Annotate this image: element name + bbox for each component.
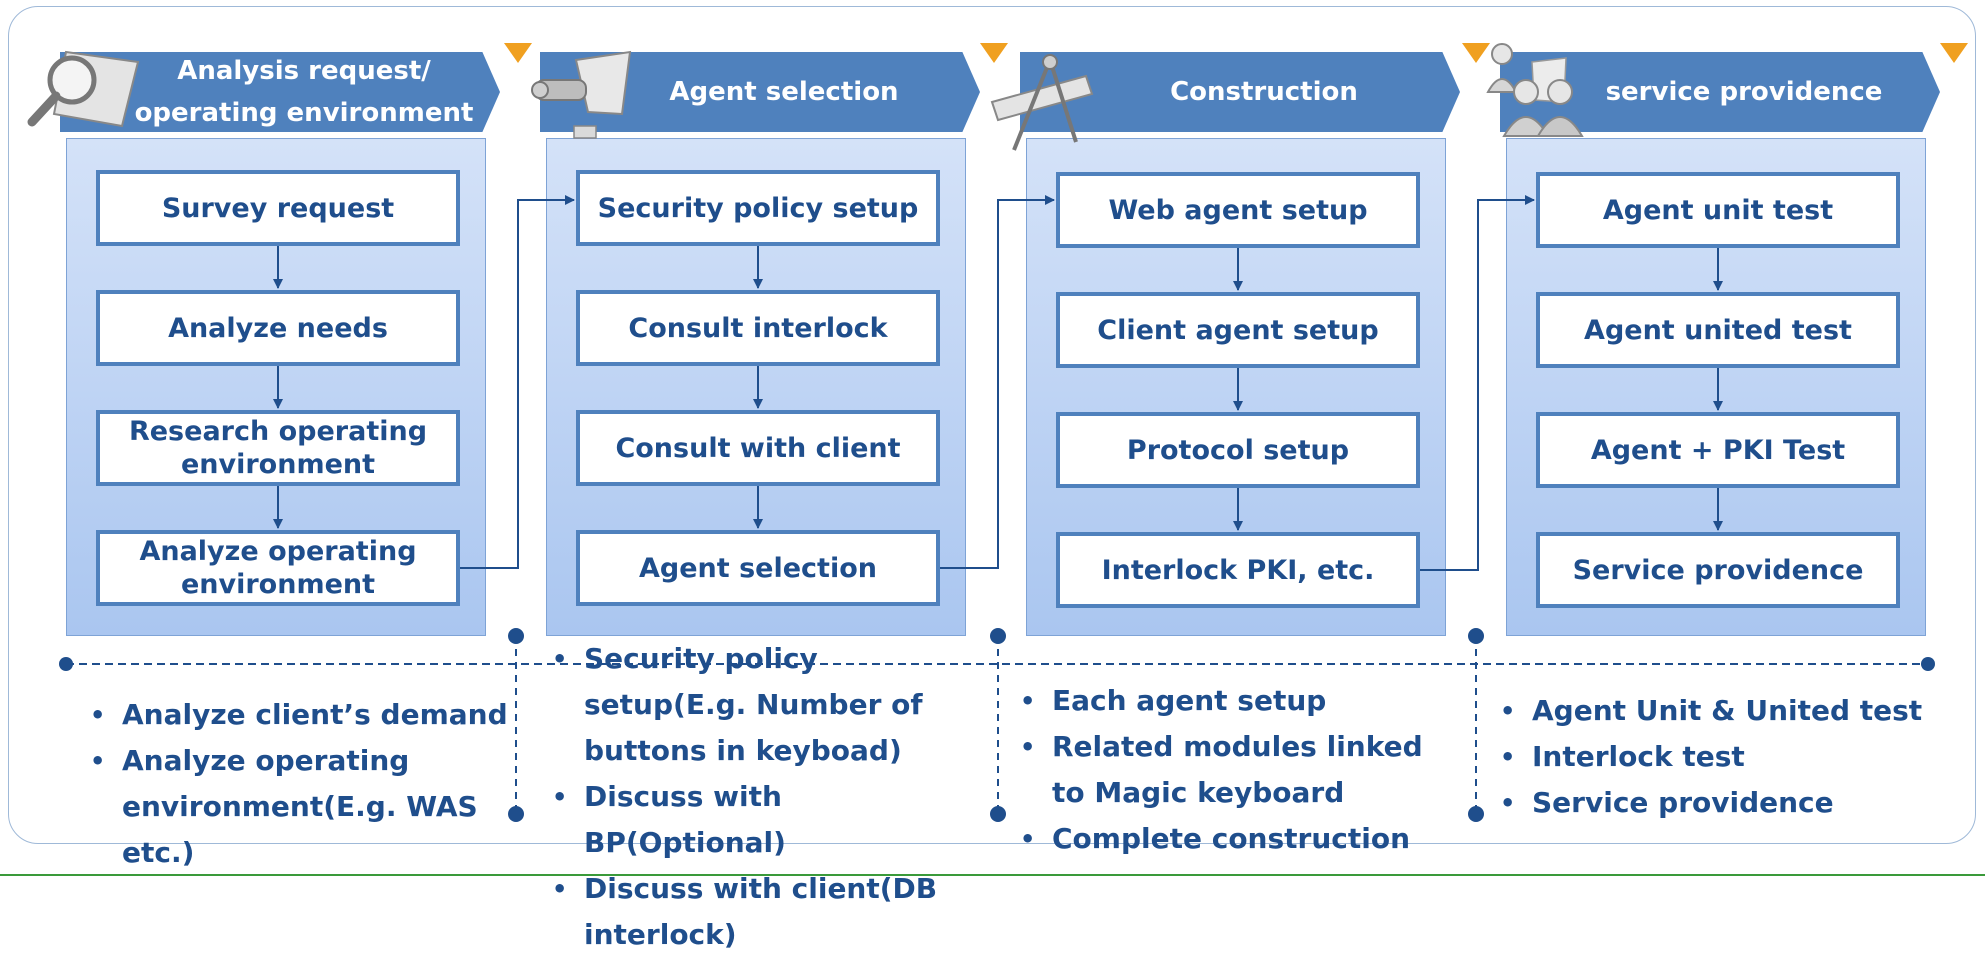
note-item: Analyze operating environment(E.g. WAS e… bbox=[86, 738, 516, 876]
step-analyze-operating-environment: Analyze operating environment bbox=[96, 530, 460, 606]
projector-icon bbox=[531, 50, 632, 139]
note-item: Each agent setup bbox=[1016, 678, 1456, 724]
note-item: Discuss with client(DB interlock) bbox=[548, 866, 968, 958]
note-item: Related modules linked to Magic keyboard bbox=[1016, 724, 1456, 816]
note-item: Agent Unit & United test bbox=[1496, 688, 1936, 734]
phase-title: Agent selection bbox=[669, 77, 899, 107]
step-security-policy-setup: Security policy setup bbox=[576, 170, 940, 246]
note-item: Analyze client’s demand bbox=[86, 692, 516, 738]
phase-marker-triangle bbox=[1940, 43, 1968, 63]
step-consult-with-client: Consult with client bbox=[576, 410, 940, 486]
phase-marker-triangle bbox=[1462, 43, 1490, 63]
phase-title: Construction bbox=[1170, 77, 1358, 107]
phase-title-line1: Analysis request/ bbox=[177, 56, 431, 86]
notes-service: Agent Unit & United test Interlock test … bbox=[1496, 688, 1936, 826]
footer-divider bbox=[0, 874, 1985, 876]
note-item: Complete construction bbox=[1016, 816, 1456, 862]
note-item: Security policy setup(E.g. Number of but… bbox=[548, 636, 968, 774]
step-agent-selection: Agent selection bbox=[576, 530, 940, 606]
notes-construction: Each agent setup Related modules linked … bbox=[1016, 678, 1456, 862]
people-icon bbox=[1486, 43, 1584, 137]
note-item: Discuss with BP(Optional) bbox=[548, 774, 968, 866]
step-agent-united-test: Agent united test bbox=[1536, 292, 1900, 368]
compass-ruler-icon bbox=[990, 54, 1094, 151]
phase-header-construction: Construction bbox=[1020, 52, 1460, 132]
phase-title-line2: operating environment bbox=[134, 98, 474, 128]
note-item: Interlock test bbox=[1496, 734, 1936, 780]
step-analyze-needs: Analyze needs bbox=[96, 290, 460, 366]
notes-agent-selection: Security policy setup(E.g. Number of but… bbox=[548, 636, 968, 958]
step-survey-request: Survey request bbox=[96, 170, 460, 246]
phase-marker-triangle bbox=[504, 43, 532, 63]
step-protocol-setup: Protocol setup bbox=[1056, 412, 1420, 488]
step-interlock-pki: Interlock PKI, etc. bbox=[1056, 532, 1420, 608]
step-agent-pki-test: Agent + PKI Test bbox=[1536, 412, 1900, 488]
step-service-providence: Service providence bbox=[1536, 532, 1900, 608]
phase-marker-triangle bbox=[980, 43, 1008, 63]
phase-header-service: service providence bbox=[1500, 52, 1940, 132]
notes-analysis: Analyze client’s demand Analyze operatin… bbox=[86, 692, 516, 876]
step-web-agent-setup: Web agent setup bbox=[1056, 172, 1420, 248]
magnifier-icon bbox=[27, 50, 140, 128]
step-consult-interlock: Consult interlock bbox=[576, 290, 940, 366]
phase-title: service providence bbox=[1605, 77, 1883, 107]
step-research-operating-environment: Research operating environment bbox=[96, 410, 460, 486]
note-item: Service providence bbox=[1496, 780, 1936, 826]
step-client-agent-setup: Client agent setup bbox=[1056, 292, 1420, 368]
step-agent-unit-test: Agent unit test bbox=[1536, 172, 1900, 248]
connectors bbox=[59, 195, 1935, 822]
